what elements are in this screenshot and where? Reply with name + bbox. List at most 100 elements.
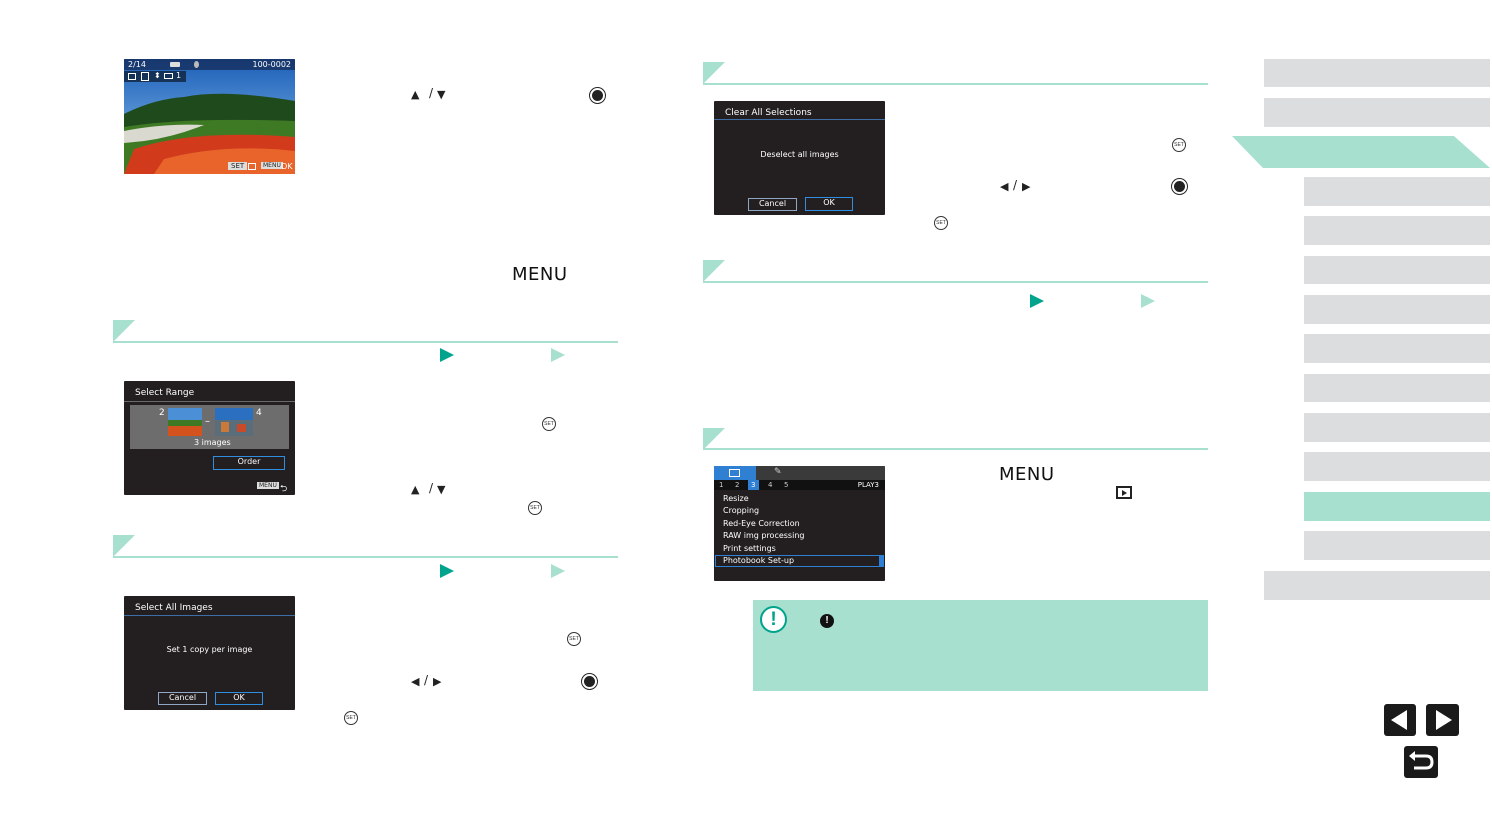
menu-item[interactable]: Red-Eye Correction (723, 519, 800, 528)
important-icon: ! (820, 614, 834, 628)
right-arrow-icon: ▶ (433, 675, 442, 688)
set-badge: SET (228, 162, 248, 170)
slash: / (429, 481, 434, 495)
return-icon[interactable] (1404, 746, 1438, 778)
sidebar-sub-7[interactable] (1304, 413, 1490, 442)
select-range-title: Select Range (135, 388, 195, 398)
menu-item[interactable]: RAW img processing (723, 531, 805, 540)
landscape-photo (124, 59, 295, 174)
left-arrow-icon: ◀ (1000, 180, 1009, 193)
section-marker (703, 260, 725, 282)
menu-button-word: MENU (512, 264, 568, 285)
section-rule (703, 281, 1208, 283)
caution-icon: ! (760, 606, 787, 633)
page-tab-4[interactable]: 4 (768, 481, 773, 489)
func-set-icon: SET (344, 711, 358, 725)
sidebar-item-index[interactable] (1264, 571, 1490, 600)
section-marker (113, 535, 135, 557)
clear-all-screen: Clear All Selections Deselect all images… (714, 101, 885, 215)
page-tab-3[interactable]: 3 (751, 481, 756, 489)
image-counter: 2/14 (128, 60, 146, 69)
up-down-arrows: ▲ (411, 88, 420, 101)
sidebar-sub-2[interactable] (1304, 216, 1490, 245)
control-dial-icon (1172, 179, 1187, 194)
menu-item[interactable]: Cropping (723, 506, 760, 515)
movie-icon (551, 564, 565, 578)
func-set-icon: SET (567, 632, 581, 646)
sidebar-sub-10[interactable] (1304, 531, 1490, 560)
section-rule (703, 448, 1208, 450)
copies-icon (164, 73, 173, 79)
sidebar-sub-8[interactable] (1304, 452, 1490, 481)
tab-playback[interactable] (714, 466, 756, 480)
page-tab-5[interactable]: 5 (784, 481, 789, 489)
print-icon (128, 73, 136, 80)
protect-icon (170, 62, 180, 67)
sidebar-item-2[interactable] (1264, 98, 1490, 127)
copies-count: 1 (176, 71, 182, 80)
movie-icon (1141, 294, 1155, 308)
sidebar-item-1[interactable] (1264, 59, 1490, 87)
movie-icon (551, 348, 565, 362)
select-all-screen: Select All Images Set 1 copy per image C… (124, 596, 295, 710)
index-icon (141, 72, 149, 81)
down-arrow-icon: ▼ (437, 483, 446, 496)
wrench-icon: ✎ (774, 467, 782, 477)
page-tab-1[interactable]: 1 (719, 481, 724, 489)
page-label: PLAY3 (857, 481, 879, 489)
section-marker (703, 62, 725, 84)
still-image-icon (1030, 294, 1044, 308)
func-set-icon: SET (528, 501, 542, 515)
range-dash: – (205, 416, 210, 427)
sidebar-sub-4[interactable] (1304, 295, 1490, 324)
right-arrow-icon: ▶ (1022, 180, 1031, 193)
file-number: 100-0002 (252, 60, 291, 69)
menu-item-selected[interactable]: Photobook Set-up (723, 556, 795, 565)
menu-return-badge: MENU (257, 482, 279, 489)
section-rule (703, 83, 1208, 85)
range-end-number: 4 (256, 408, 262, 418)
select-range-screen: Select Range 2 – 4 3 images Order MENU ⮌ (124, 381, 295, 495)
slash: / (429, 86, 434, 100)
section-marker (703, 428, 725, 450)
ok-button[interactable]: OK (215, 692, 263, 705)
sidebar-sub-6[interactable] (1304, 374, 1490, 402)
still-image-icon (440, 564, 454, 578)
range-start-thumb (168, 408, 202, 436)
sidebar-sub-active[interactable] (1304, 492, 1490, 521)
return-small-icon: ⮌ (280, 484, 288, 494)
sidebar-sub-3[interactable] (1304, 256, 1490, 284)
tab-setup[interactable]: ✎ (756, 466, 885, 480)
cancel-button[interactable]: Cancel (158, 692, 207, 705)
cancel-button[interactable]: Cancel (748, 198, 797, 211)
left-arrow-icon: ◀ (411, 675, 420, 688)
control-dial-icon (590, 88, 605, 103)
playback-menu-screen: ✎ 1 2 3 4 5 PLAY3 Resize Cropping Red-Ey… (714, 466, 885, 581)
func-set-icon: SET (934, 216, 948, 230)
up-arrow-icon: ▲ (411, 483, 420, 496)
menu-item[interactable]: Resize (723, 494, 749, 503)
playback-icon (729, 469, 740, 477)
prev-page-icon[interactable] (1384, 704, 1416, 736)
section-rule (113, 341, 618, 343)
playback-icon (1116, 486, 1132, 499)
func-set-icon: SET (1172, 138, 1186, 152)
menu-item[interactable]: Print settings (723, 544, 776, 553)
range-end-thumb (215, 408, 253, 436)
down-arrow-icon: ▼ (437, 88, 446, 101)
page-tab-2[interactable]: 2 (735, 481, 740, 489)
clear-all-title: Clear All Selections (725, 108, 812, 118)
next-page-icon[interactable] (1426, 704, 1459, 736)
order-button[interactable]: Order (213, 456, 285, 470)
caution-box (753, 600, 1208, 691)
select-all-title: Select All Images (135, 603, 213, 613)
slash: / (424, 673, 429, 687)
control-dial-icon (582, 674, 597, 689)
sidebar-sub-5[interactable] (1304, 334, 1490, 363)
ok-text: OK (281, 162, 293, 171)
print-settings-screen: 2/14 100-0002 ⬍ 1 SET MENU OK (124, 59, 295, 174)
ok-button[interactable]: OK (805, 197, 853, 211)
section-marker (113, 320, 135, 342)
sidebar-chapter-active[interactable] (1232, 136, 1490, 168)
sidebar-sub-1[interactable] (1304, 177, 1490, 206)
